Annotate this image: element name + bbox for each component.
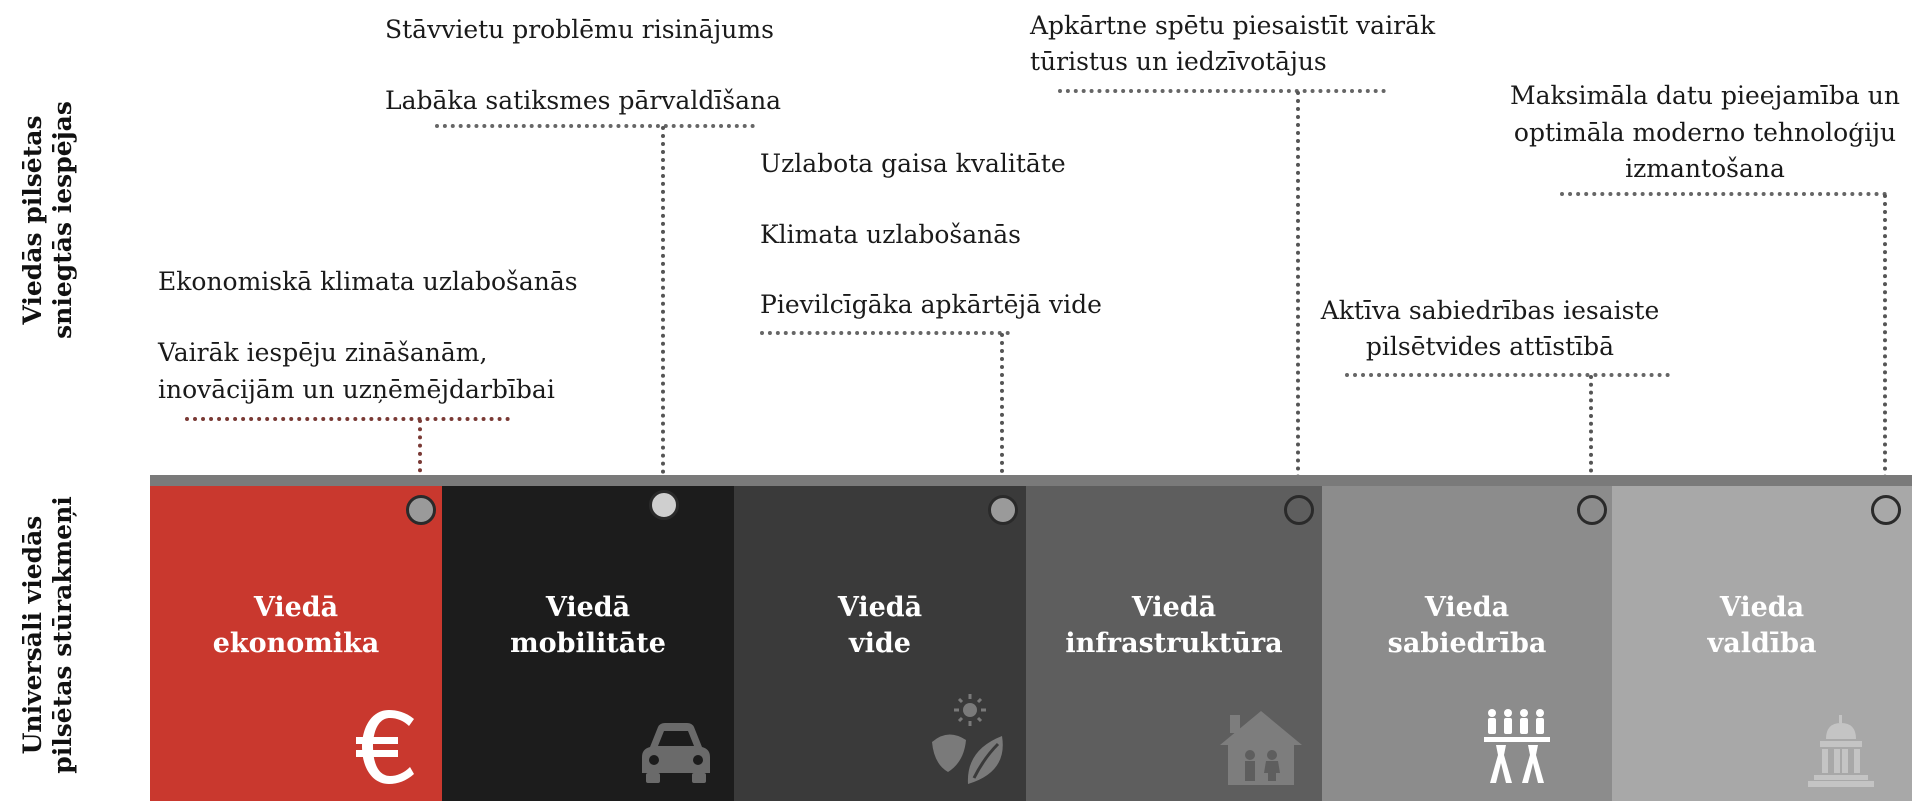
benefit-environment-2: Klimata uzlabošanās [760,220,1021,249]
pillar-title-line: ekonomika [212,628,380,659]
benefit-society-1: Aktīva sabiedrības iesaiste [1320,296,1660,325]
pillar-smart-society: Vieda sabiedrība [1322,486,1612,801]
connector-society-v [1589,375,1593,496]
pillar-smart-environment: Viedā vide [734,486,1026,801]
people-icon [1482,707,1552,791]
benefit-infrastructure-2: tūristus un iedzīvotājus [1030,47,1327,76]
benefit-economy-1: Ekonomiskā klimata uzlabošanās [158,267,578,296]
pillar-title: Viedā infrastruktūra [1026,590,1322,662]
connector-environment-h [760,331,1010,335]
pillar-title-line: Vieda [1719,592,1805,623]
pin-infrastructure [1284,495,1314,525]
benefit-environment-3: Pievilcīgāka apkārtējā vide [760,290,1102,319]
pin-economy [406,495,436,525]
pillar-smart-mobility: Viedā mobilitāte [442,486,734,801]
benefit-society-2: pilsētvides attīstībā [1365,332,1615,361]
benefit-mobility-1: Stāvvietu problēmu risinājums [385,15,774,44]
pillar-smart-governance: Vieda valdība [1612,486,1912,801]
pillar-title: Vieda sabiedrība [1322,590,1612,662]
pillar-smart-infrastructure: Viedā infrastruktūra [1026,486,1322,801]
benefit-governance-1: Maksimāla datu pieejamība un [1510,81,1900,110]
house-icon [1218,709,1304,791]
pillar-title-line: mobilitāte [510,628,666,659]
connector-economy-v [418,419,422,497]
benefit-environment-1: Uzlabota gaisa kvalitāte [760,149,1066,178]
pillar-smart-economy: Viedā ekonomika [150,486,442,801]
pillar-title-line: Viedā [545,592,631,623]
car-icon [636,717,716,791]
benefit-governance-2: optimāla moderno tehnoloģiju [1513,118,1897,147]
side-label-line: Universāli viedās [18,515,47,755]
pin-environment [988,495,1018,525]
pillar-title-line: valdība [1707,628,1817,659]
side-label-line: sniegtās iespējas [48,101,77,339]
pillar-title-line: Viedā [1131,592,1217,623]
benefit-infrastructure-1: Apkārtne spētu piesaistīt vairāk [1030,11,1436,40]
benefit-governance-3: izmantošana [1625,154,1785,183]
pin-mobility [649,490,679,520]
pillar-title: Viedā ekonomika [150,590,442,662]
pillar-title: Viedā vide [734,590,1026,662]
pillar-title-line: infrastruktūra [1065,628,1283,659]
connector-infrastructure-h [1058,89,1386,93]
benefit-economy-3: inovācijām un uzņēmējdarbībai [158,375,555,404]
cornerstones-side-label: Universāli viedās pilsētas stūrakmeņi [18,475,78,795]
pillar-title: Viedā mobilitāte [442,590,734,662]
pin-society [1577,495,1607,525]
leaf-sun-icon [928,692,1008,791]
benefit-economy-2: Vairāk iespēju zināšanām, [158,338,488,367]
connector-society-h [1345,373,1670,377]
pillar-title-line: Viedā [837,592,923,623]
connector-mobility-v [661,126,665,490]
pillar-title-line: vide [848,628,911,659]
connector-infrastructure-v [1296,91,1300,495]
connector-governance-v [1883,194,1887,495]
connector-environment-v [1000,333,1004,497]
benefit-mobility-2: Labāka satiksmes pārvaldīšana [385,86,782,115]
pin-governance [1871,495,1901,525]
connector-governance-h [1560,192,1887,196]
pillar-title-line: Vieda [1424,592,1510,623]
connector-mobility-h [435,124,755,128]
pillar-title-line: Viedā [253,592,339,623]
side-label-line: pilsētas stūrakmeņi [48,496,77,774]
side-label-line: Viedās pilsētas [18,115,47,325]
pillar-title: Vieda valdība [1612,590,1912,662]
pillar-title-line: sabiedrība [1387,628,1547,659]
euro-icon [354,707,424,791]
opportunities-side-label: Viedās pilsētas sniegtās iespējas [18,95,78,345]
pillars-top-bar [150,475,1912,486]
government-icon [1806,715,1876,791]
connector-economy-h [185,417,510,421]
